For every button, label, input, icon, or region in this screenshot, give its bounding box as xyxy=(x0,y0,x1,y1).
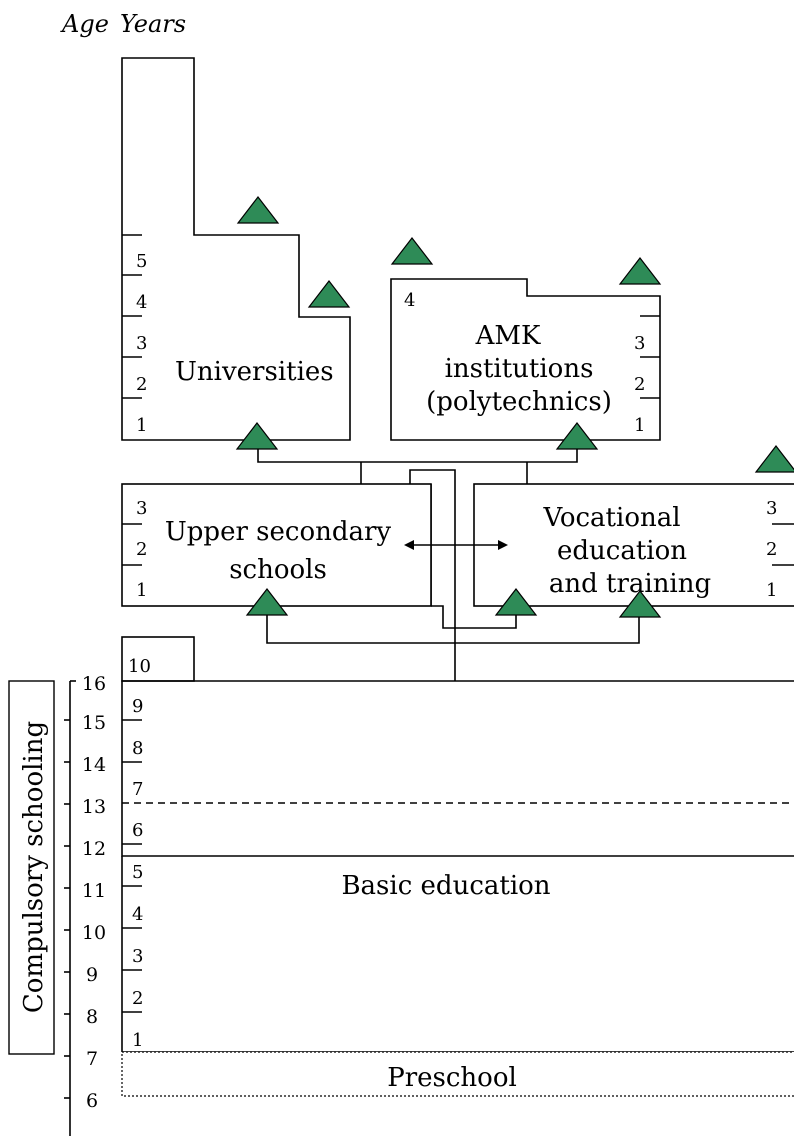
basic-grade-5: 5 xyxy=(132,862,143,883)
universities-box: Universities 1 2 3 4 5 xyxy=(121,57,351,441)
basic-grade-9: 9 xyxy=(132,696,143,717)
entry-triangles xyxy=(235,196,794,618)
amk-box: AMK institutions (polytechnics) 4 1 2 3 xyxy=(390,278,661,441)
tenth-grade-label: 10 xyxy=(128,656,151,677)
compulsory-schooling-box: Compulsory schooling xyxy=(8,680,55,1055)
triangle-marker xyxy=(555,422,599,450)
upper-secondary-box: Upper secondary schools 1 2 3 xyxy=(121,483,432,607)
universities-year-4: 4 xyxy=(136,292,147,313)
age-axis: 6 7 8 9 10 11 12 13 14 15 16 xyxy=(64,673,106,1136)
triangle-marker xyxy=(618,257,662,285)
universities-year-1: 1 xyxy=(136,415,147,436)
upper-secondary-year-2: 2 xyxy=(136,539,147,560)
amk-label-line2: institutions xyxy=(445,354,594,384)
amk-year-2: 2 xyxy=(634,374,645,395)
amk-year-4: 4 xyxy=(404,290,415,311)
age-header: Age xyxy=(60,10,109,38)
basic-grade-7: 7 xyxy=(132,779,143,800)
tenth-grade-box: 10 xyxy=(121,636,195,682)
basic-education-grade-ticks xyxy=(122,719,142,1013)
vocational-year-1: 1 xyxy=(766,580,777,601)
basic-grade-6: 6 xyxy=(132,820,143,841)
triangle-marker xyxy=(307,280,351,308)
triangle-marker xyxy=(494,588,538,616)
upper-secondary-label-line1: Upper secondary xyxy=(165,517,392,547)
universities-year-5: 5 xyxy=(136,251,147,272)
universities-year-2: 2 xyxy=(136,374,147,395)
compulsory-schooling-label: Compulsory schooling xyxy=(19,721,49,1013)
age-tick-13: 13 xyxy=(82,796,106,818)
upper-secondary-year-ticks xyxy=(122,523,142,566)
age-tick-10: 10 xyxy=(82,922,106,944)
amk-year-1: 1 xyxy=(634,415,645,436)
preschool-label: Preschool xyxy=(387,1063,517,1093)
triangle-marker xyxy=(618,590,662,618)
basic-grade-2: 2 xyxy=(132,988,143,1009)
basic-education-label: Basic education xyxy=(341,871,550,901)
age-tick-16: 16 xyxy=(82,673,106,695)
vocational-year-3: 3 xyxy=(766,498,777,519)
vocational-label-line1: Vocational xyxy=(542,503,680,533)
universities-year-3: 3 xyxy=(136,333,147,354)
basic-grade-4: 4 xyxy=(132,904,143,925)
transfer-arrow xyxy=(404,540,508,550)
basic-grade-3: 3 xyxy=(132,946,143,967)
preschool-box: Preschool xyxy=(121,1051,794,1097)
triangle-marker xyxy=(236,196,280,224)
years-header: Years xyxy=(120,10,186,38)
triangle-marker xyxy=(235,422,279,450)
basic-grade-8: 8 xyxy=(132,738,143,759)
vocational-label-line2: education xyxy=(557,536,687,566)
age-tick-8: 8 xyxy=(86,1006,98,1028)
upper-secondary-year-1: 1 xyxy=(136,580,147,601)
age-tick-7: 7 xyxy=(86,1048,98,1070)
universities-year-ticks xyxy=(122,234,142,399)
age-tick-11: 11 xyxy=(82,880,106,902)
triangle-marker xyxy=(245,588,289,616)
triangle-marker xyxy=(390,237,434,265)
amk-label-line3: (polytechnics) xyxy=(426,387,612,417)
age-tick-9: 9 xyxy=(86,964,98,986)
amk-year-ticks xyxy=(640,315,660,399)
age-tick-15: 15 xyxy=(82,712,106,734)
vocational-box: Vocational education and training 1 2 3 xyxy=(473,483,794,607)
vocational-year-2: 2 xyxy=(766,539,777,560)
age-tick-12: 12 xyxy=(82,838,106,860)
upper-secondary-year-3: 3 xyxy=(136,498,147,519)
basic-grade-1: 1 xyxy=(132,1030,143,1051)
amk-label-line1: AMK xyxy=(475,321,541,351)
universities-label: Universities xyxy=(175,357,334,387)
basic-education-box: Basic education 1 2 3 4 5 6 7 8 9 xyxy=(121,680,794,1053)
vocational-label-line3: and training xyxy=(549,569,711,599)
age-tick-6: 6 xyxy=(86,1090,98,1112)
triangle-marker xyxy=(754,445,794,473)
amk-year-3: 3 xyxy=(634,333,645,354)
age-tick-14: 14 xyxy=(82,754,106,776)
upper-secondary-label-line2: schools xyxy=(229,555,327,585)
vocational-year-ticks xyxy=(772,523,794,566)
